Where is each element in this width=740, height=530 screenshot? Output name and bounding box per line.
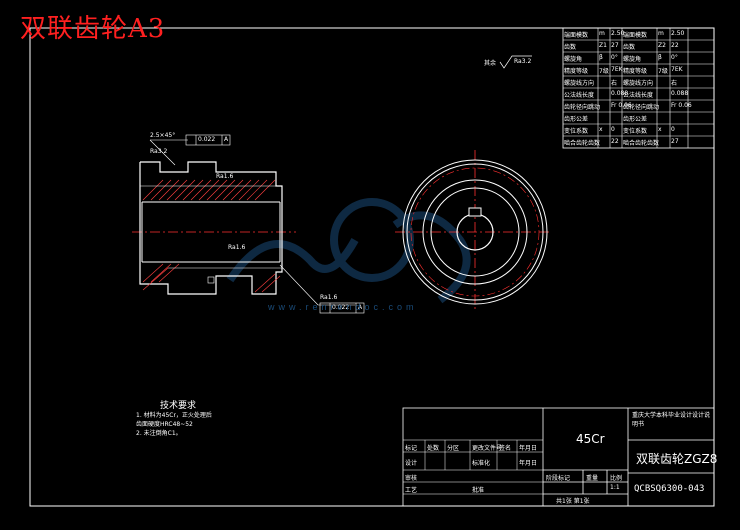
watermark-text: www.renrendoc.com (268, 302, 418, 312)
end-view (395, 150, 552, 312)
roughness-rest-value: Ra3.2 (514, 58, 532, 65)
title-block-cell: 分区 (447, 445, 460, 452)
weight-label: 重量 (586, 475, 599, 482)
gear-table-cell: 啮合齿轮齿数 (623, 140, 660, 147)
keyway (468, 207, 482, 217)
sheet-info: 共1张 第1张 (556, 498, 590, 505)
gear-table-cell: 变位系数 (623, 128, 648, 135)
datum-marker (207, 276, 215, 284)
gear-table-cell: Fr 0.06 (611, 102, 632, 109)
gear-table-cell: 螺旋角 (623, 56, 642, 63)
title-block-cell: 审核 (405, 475, 418, 482)
gear-table-cell: 27 (671, 138, 679, 145)
gear-table-cell: 公法线长度 (623, 92, 654, 99)
chamfer-label: 2.5×45° (150, 132, 176, 139)
gear-table-cell: 齿数 (564, 44, 577, 51)
gear-table-cell: Z2 (658, 42, 666, 49)
title-block-cell: 处数 (427, 445, 440, 452)
gear-table-cell: 0 (671, 126, 675, 133)
school-label: 重庆大学本科毕业设计设计说明书 (632, 412, 711, 428)
gear-table-cell: x (658, 126, 662, 133)
title-block-cell: 签名 (499, 445, 512, 452)
gear-table-cell: 右 (611, 80, 618, 87)
tolerance-box-right (319, 302, 365, 314)
gear-table-cell: 精度等级 (564, 68, 589, 75)
gear-table-cell: 齿轮径向跳动 (623, 104, 660, 111)
title-block-cell: 标准化 (472, 460, 491, 467)
title-block-cell: 批准 (472, 487, 485, 494)
gear-table-cell: 2.50 (611, 30, 625, 37)
gear-table-cell: β (658, 54, 662, 61)
title-block-cell: 工艺 (405, 487, 418, 494)
hatch-bottom (142, 263, 281, 293)
gear-table-cell: 端面模数 (623, 32, 648, 39)
section-view (132, 134, 365, 314)
material-label: 45Cr (576, 432, 605, 446)
gear-table-cell: Fr 0.06 (671, 102, 692, 109)
hatch-top (142, 179, 276, 201)
gear-table-cell: 0.088 (671, 90, 689, 97)
roughness-mid: Ra1.6 (216, 173, 234, 180)
stage-label: 阶段标记 (546, 475, 571, 482)
gear-table-cell: 2.50 (671, 30, 685, 37)
notes-line-2: 齿面硬度HRC48~52 (136, 421, 193, 428)
roughness-rest-symbol (499, 55, 532, 69)
datum-label-top: A (224, 136, 229, 143)
scale-label: 比例 (610, 475, 623, 482)
gear-table-cell: 齿数 (623, 44, 636, 51)
gear-table-cell: 螺旋线方向 (623, 80, 654, 87)
title-block-cell: 年月日 (519, 445, 538, 452)
gear-table-cell: 右 (671, 80, 678, 87)
gear-table-cell: 齿轮径向跳动 (564, 104, 601, 111)
gear-table-cell: 端面模数 (564, 32, 589, 39)
drawing-frame (29, 27, 715, 507)
roughness-right: Ra1.6 (320, 294, 338, 301)
gear-table-cell: 7级 (599, 68, 609, 75)
gear-table-cell: 7EK (671, 66, 683, 73)
gear-table-cell: 22 (671, 42, 679, 49)
gear-table-cell: 变位系数 (564, 128, 589, 135)
gear-table-cell: m (599, 30, 605, 37)
gear-table-cell: 螺旋角 (564, 56, 583, 63)
gear-table-cell: 齿形公差 (623, 116, 648, 123)
gear-table-cell: 齿形公差 (564, 116, 589, 123)
gear-table-cell: 0° (611, 54, 618, 61)
gear-table-cell: 7EK (611, 66, 623, 73)
title-block-cell: 年月日 (519, 460, 538, 467)
tolerance-box-top (185, 134, 231, 146)
gear-table-cell: x (599, 126, 603, 133)
gear-table-cell: 0.088 (611, 90, 629, 97)
gear-table-cell: 27 (611, 42, 619, 49)
roughness-top: Ra3.2 (150, 148, 168, 155)
notes-line-1: 1. 材料为45Cr，正火处理后 (136, 412, 212, 419)
gear-table-cell: 7级 (658, 68, 668, 75)
gear-table-cell: 22 (611, 138, 619, 145)
scale-value: 1:1 (610, 484, 620, 491)
page-title: 双联齿轮A3 (20, 14, 166, 44)
roughness-rest-label: 其余 (484, 60, 497, 67)
tolerance-value-top: 0.022 (198, 136, 216, 143)
watermark-logo (226, 198, 471, 304)
gear-table-cell: 0° (671, 54, 678, 61)
gear-table-cell: 精度等级 (623, 68, 648, 75)
drawing-number: QCBSQ6300-043 (634, 484, 705, 494)
gear-table-cell: 公法线长度 (564, 92, 595, 99)
title-block-cell: 标记 (405, 445, 418, 452)
roughness-bore: Ra1.6 (228, 244, 246, 251)
notes-heading: 技术要求 (160, 401, 197, 411)
title-block-cell: 更改文件号 (472, 445, 503, 452)
gear-table-cell: 螺旋线方向 (564, 80, 595, 87)
tolerance-value-right: 0.022 (332, 304, 350, 311)
notes-line-3: 2. 未注倒角C1。 (136, 430, 182, 437)
gear-table-cell: 0 (611, 126, 615, 133)
gear-table-cell: Z1 (599, 42, 607, 49)
title-block-cell: 设计 (405, 460, 418, 467)
gear-table-cell: 啮合齿轮齿数 (564, 140, 601, 147)
part-name: 双联齿轮ZGZ8 (636, 452, 718, 466)
gear-table-cell: β (599, 54, 603, 61)
datum-label-right: A (358, 304, 363, 311)
title-block (402, 407, 715, 507)
gear-table-cell: m (658, 30, 664, 37)
